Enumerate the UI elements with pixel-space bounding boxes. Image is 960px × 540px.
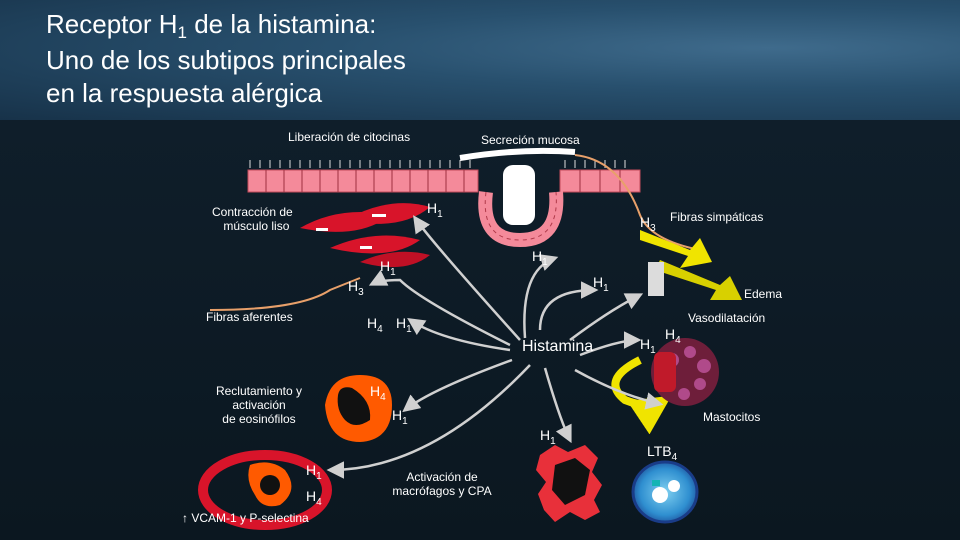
- receptor-h1-muscle-lower: H1: [380, 258, 396, 278]
- receptor-h1-macrophage: H1: [540, 427, 556, 447]
- receptor-h1-edema: H1: [593, 274, 609, 294]
- mast-cells-label: Mastocitos: [703, 410, 761, 424]
- receptor-h1-eosinophil: H1: [392, 407, 408, 427]
- receptor-h4-afferent: H4: [367, 315, 383, 335]
- epithelial-cells: [247, 147, 641, 248]
- title-line-2: Uno de los subtipos principales: [46, 45, 406, 75]
- sympathetic-fibers-label: Fibras simpáticas: [670, 210, 764, 224]
- slide-title: Receptor H1 de la histamina: Uno de los …: [46, 8, 406, 110]
- receptor-h4-vessel: H4: [306, 488, 322, 508]
- receptor-h4-vaso: H4: [665, 326, 681, 346]
- receptor-h1-vessel: H1: [306, 462, 322, 482]
- ltb4-target-cell: [631, 460, 699, 524]
- receptor-h1-muscle: H1: [427, 200, 443, 220]
- afferent-fibers-label: Fibras aferentes: [206, 310, 293, 324]
- ltb4-label: LTB4: [647, 443, 678, 463]
- mucus-secretion-label: Secreción mucosa: [481, 133, 580, 147]
- receptor-h3-afferent: H3: [348, 278, 364, 298]
- vasodilation-label: Vasodilatación: [688, 311, 766, 325]
- afferent-fiber: [209, 277, 361, 311]
- header-banner: Receptor H1 de la histamina: Uno de los …: [0, 0, 960, 120]
- sympathetic-fiber: [574, 154, 742, 300]
- edema-label: Edema: [744, 287, 783, 301]
- smooth-muscle-cells: [300, 203, 430, 268]
- receptor-h1-vaso: H1: [640, 336, 656, 356]
- macrophage-label: Activación de macrófagos y CPA: [392, 470, 492, 498]
- eosinophil-label: Reclutamiento y activación de eosinófilo…: [215, 384, 303, 426]
- macrophage-cell: [536, 445, 602, 522]
- receptor-h4-eosinophil: H4: [370, 383, 386, 403]
- title-line-1: Receptor H1 de la histamina:: [46, 9, 377, 42]
- histamine-label: Histamina: [522, 338, 594, 355]
- histamine-arrows: [326, 215, 664, 479]
- cytokine-release-label: Liberación de citocinas: [288, 130, 411, 144]
- title-line-3: en la respuesta alérgica: [46, 78, 323, 108]
- smooth-muscle-label: Contracción de músculo liso: [212, 205, 293, 233]
- vcam-label: ↑ VCAM-1 y P-selectina: [182, 511, 309, 525]
- eosinophil-cell: [325, 375, 392, 442]
- receptor-h1-afferent: H1: [396, 315, 412, 335]
- receptor-h3-sympathetic: H3: [640, 214, 656, 234]
- receptor-h1-mucus: H1: [532, 248, 548, 268]
- mast-cell: [651, 338, 719, 406]
- blood-vessel: [198, 450, 332, 530]
